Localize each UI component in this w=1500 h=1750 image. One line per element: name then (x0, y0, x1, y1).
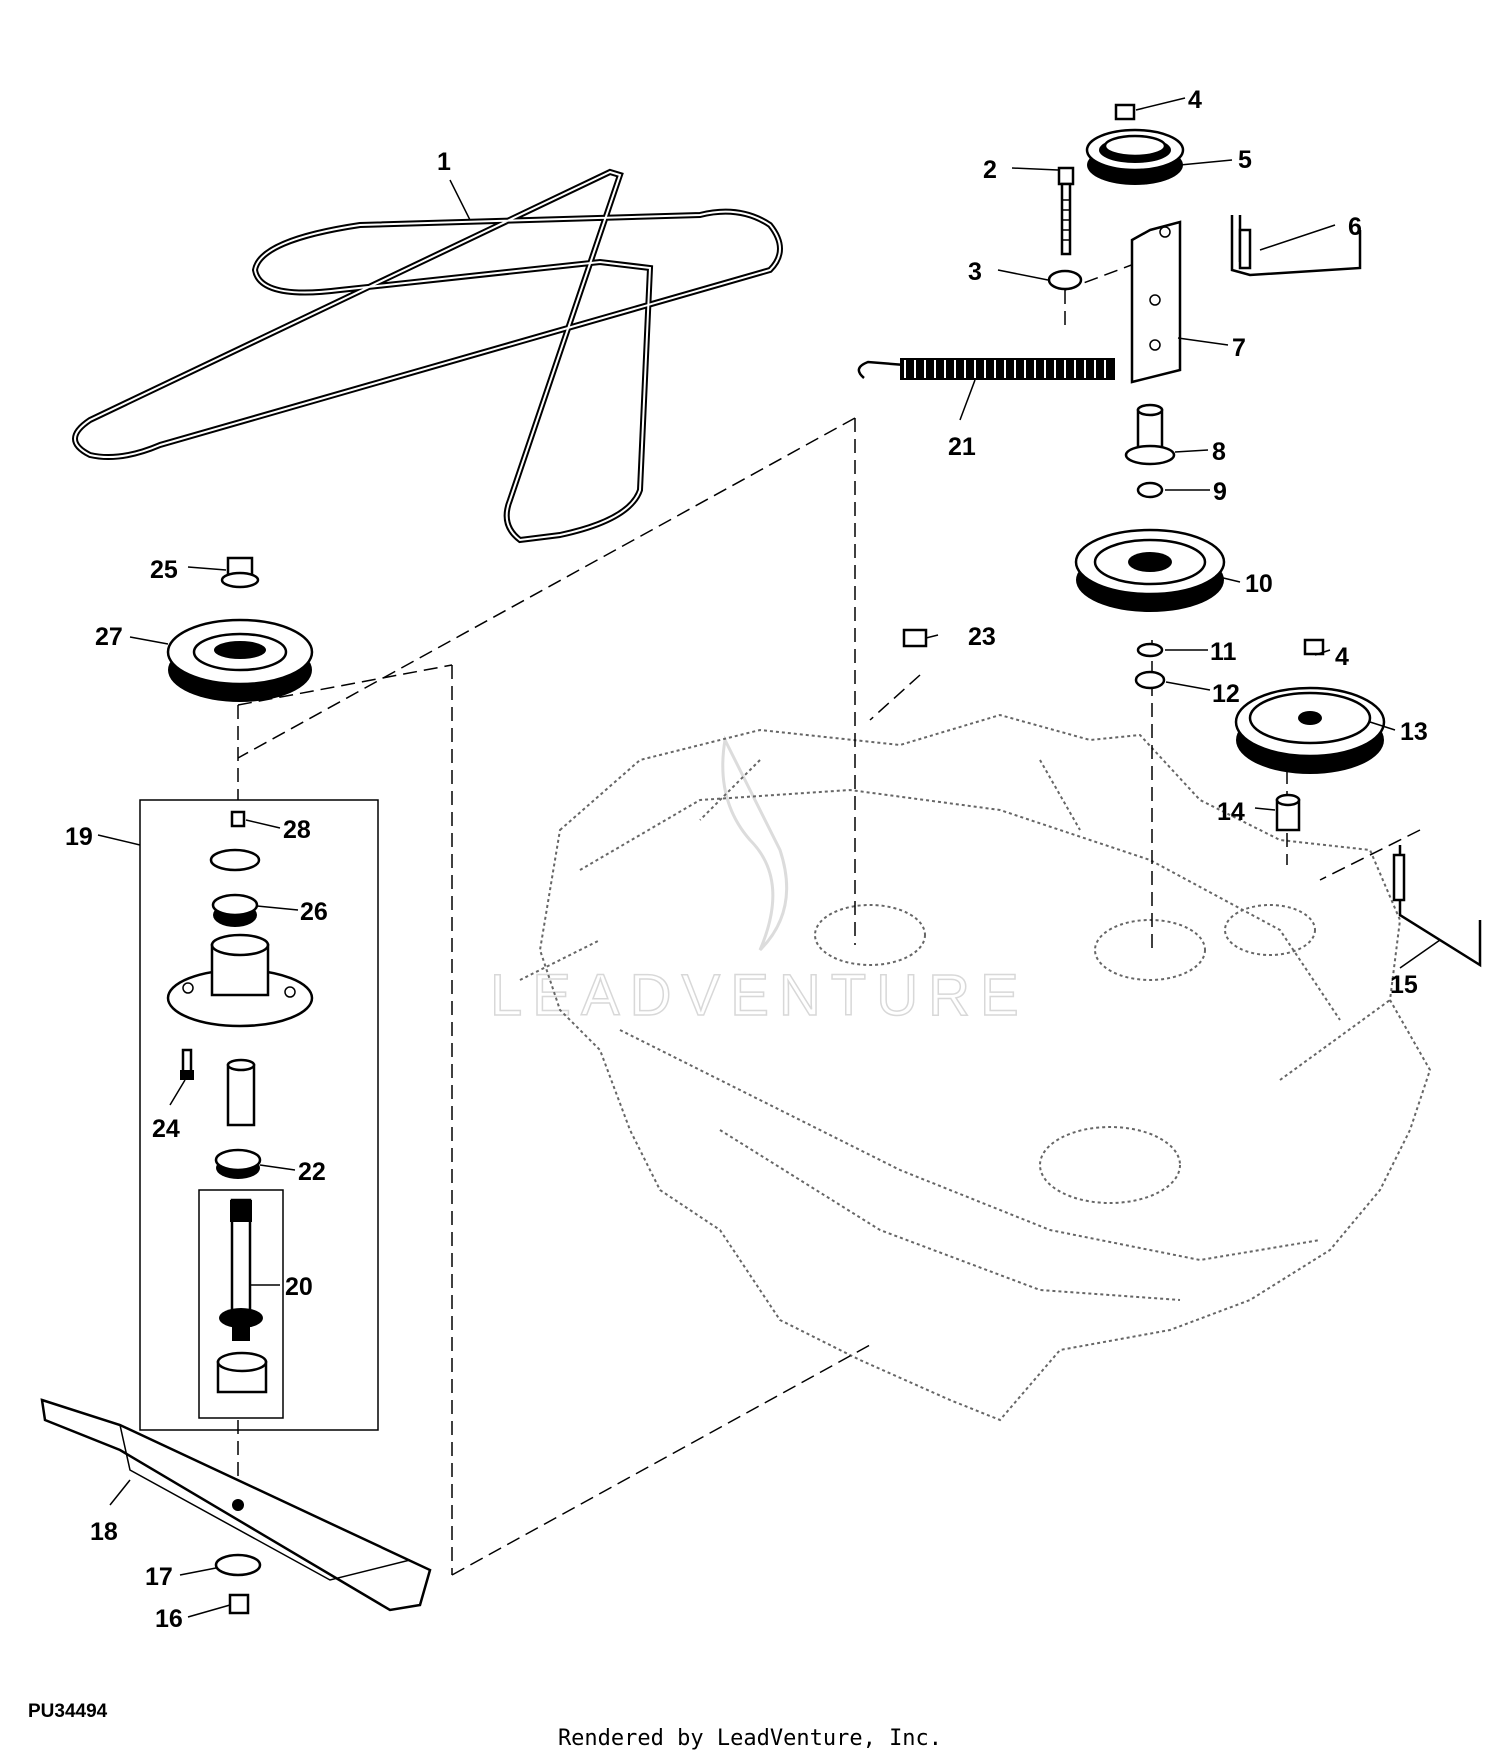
bushing (1124, 403, 1176, 466)
callout-24: 24 (152, 1115, 180, 1143)
callout-28: 28 (283, 816, 311, 844)
callout-22: 22 (298, 1158, 326, 1186)
callout-20: 20 (285, 1273, 313, 1301)
leader-lines (97, 97, 1441, 1618)
callout-11: 11 (1210, 638, 1237, 666)
washer (1047, 269, 1083, 291)
flat-idler-pulley (1074, 528, 1226, 612)
callout-6: 6 (1348, 213, 1362, 241)
spindle-assembly-frame (139, 799, 379, 1431)
callout-labels: 1 2 3 4 5 6 7 8 9 10 11 12 13 4 14 15 16… (65, 86, 1428, 1633)
callout-10: 10 (1245, 570, 1273, 598)
tension-spring (857, 358, 1115, 380)
callout-14: 14 (1217, 798, 1245, 826)
bolt (1057, 166, 1075, 256)
callout-4b: 4 (1335, 643, 1349, 671)
callout-9: 9 (1213, 478, 1227, 506)
spindle-shaft (216, 1198, 268, 1394)
callout-25: 25 (150, 556, 178, 584)
grease-fitting (230, 810, 246, 828)
callout-18: 18 (90, 1518, 118, 1546)
adjusting-rod (1392, 845, 1482, 968)
callout-5: 5 (1238, 146, 1252, 174)
callout-26: 26 (300, 898, 328, 926)
idler-arm (1130, 220, 1182, 384)
blade-washer (214, 1553, 262, 1577)
spindle-washer (209, 848, 261, 872)
idler-pulley (1085, 128, 1185, 185)
leadventure-watermark: LEADVENTURE (489, 735, 1029, 1029)
screw (180, 1048, 194, 1080)
drive-belt (72, 168, 783, 544)
callout-1: 1 (437, 148, 451, 176)
spindle-spacer-tube (226, 1058, 256, 1127)
lower-bearing (214, 1148, 262, 1179)
spindle-pulley (166, 618, 314, 702)
callout-2: 2 (983, 156, 997, 184)
callout-17: 17 (145, 1563, 173, 1591)
callout-23: 23 (968, 623, 996, 651)
nut-right (1303, 638, 1325, 656)
nut (1114, 103, 1136, 121)
callout-3: 3 (968, 258, 982, 286)
callout-16: 16 (155, 1605, 183, 1633)
callout-8: 8 (1212, 438, 1226, 466)
mower-deck (519, 713, 1432, 1422)
alignment-lines (237, 257, 1421, 1576)
figure-code: PU34494 (28, 1701, 108, 1722)
tension-rod (1230, 215, 1362, 277)
lock-washer (1134, 670, 1166, 690)
pulley-nut (220, 556, 260, 589)
callout-15: 15 (1390, 971, 1418, 999)
flange-nut (902, 628, 928, 648)
callout-13: 13 (1400, 718, 1428, 746)
washer-small (1136, 642, 1164, 658)
watermark-text: LEADVENTURE (490, 963, 1029, 1028)
callout-12: 12 (1212, 680, 1240, 708)
spacer (1136, 481, 1164, 499)
blade-nut (228, 1593, 250, 1615)
callout-4: 4 (1188, 86, 1202, 114)
spindle-housing (166, 933, 314, 1028)
footer-credit: Rendered by LeadVenture, Inc. (558, 1726, 942, 1750)
pulley-spacer (1275, 793, 1301, 832)
callout-27: 27 (95, 623, 123, 651)
callout-7: 7 (1232, 334, 1246, 362)
shaft-assembly-frame (198, 1189, 284, 1419)
callout-19: 19 (65, 823, 93, 851)
upper-bearing (211, 893, 259, 927)
mower-blade (40, 1398, 432, 1612)
v-idler-pulley (1234, 686, 1386, 774)
callout-21: 21 (948, 433, 976, 461)
